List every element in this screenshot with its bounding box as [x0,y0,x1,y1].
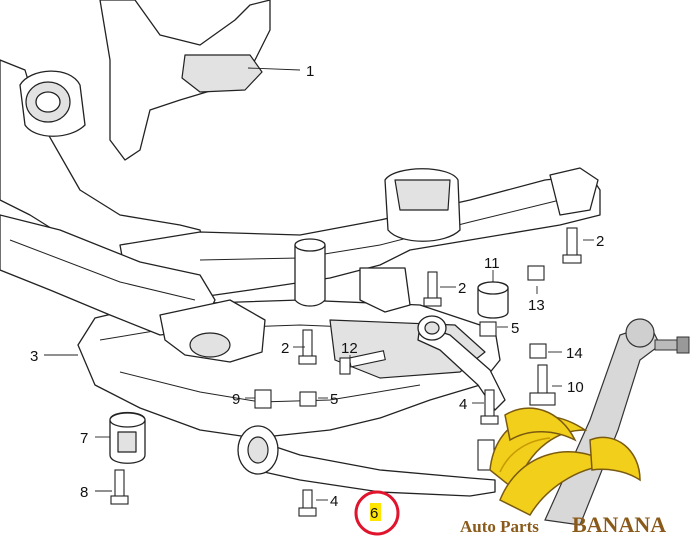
callout-5: 5 [511,320,519,337]
mount-bushing [477,281,509,319]
callout-14: 14 [566,345,583,362]
callout-4: 4 [330,493,338,510]
callout-2: 2 [281,340,289,357]
callout-5: 5 [330,391,338,408]
callout-7: 7 [80,430,88,447]
callout-6: 6 [370,505,378,522]
callout-labels: 1 2 2 2 3 4 4 5 5 6 7 8 9 10 11 12 13 14 [30,63,604,522]
watermark-brand-big: BANANA [572,512,666,537]
callout-1: 1 [306,63,314,80]
bushing [109,411,146,464]
leader-lines [44,67,594,501]
callout-6-highlight [354,490,400,536]
callout-8: 8 [80,484,88,501]
watermark-brand-small: Auto Parts [460,517,539,536]
callout-12: 12 [341,340,358,357]
callout-13: 13 [528,297,545,314]
subframe [0,0,601,363]
callout-4: 4 [459,396,467,413]
callout-2: 2 [596,233,604,250]
banana-icon [489,407,641,516]
fasteners [110,227,582,517]
callout-10: 10 [567,379,584,396]
callout-9: 9 [232,391,240,408]
control-arm [237,315,506,497]
callout-11: 11 [484,255,500,272]
callout-2: 2 [458,280,466,297]
callout-3: 3 [30,348,38,365]
watermark: Auto Parts BANANA [460,318,690,537]
